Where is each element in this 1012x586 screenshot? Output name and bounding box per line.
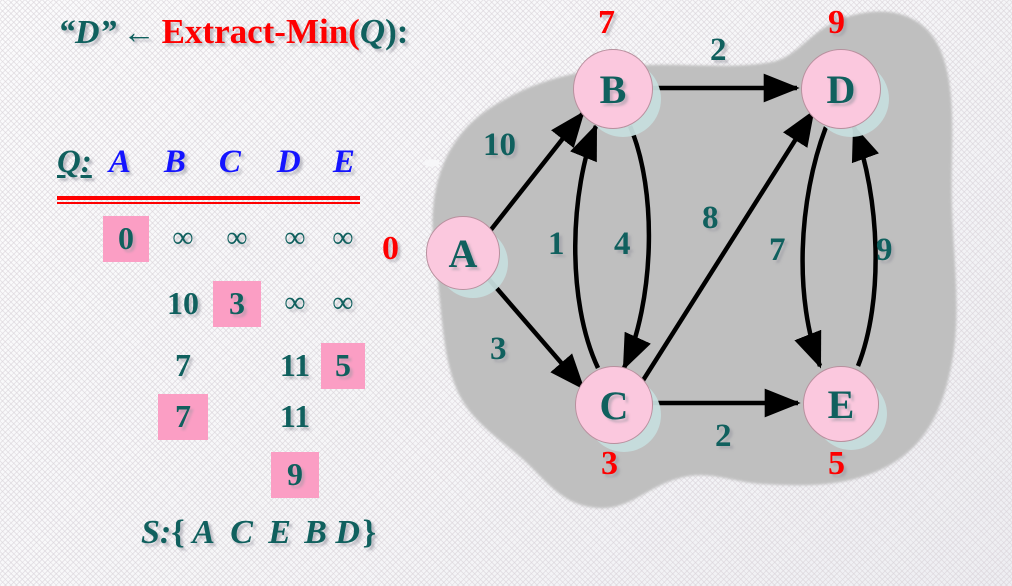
queue-symbol-label: Q <box>359 12 386 51</box>
operation-close-label: ): <box>385 12 409 51</box>
set-member-4: D <box>335 514 360 551</box>
edge-weight-b-c: 4 <box>614 226 631 262</box>
edge-weight-e-d: 9 <box>876 232 893 268</box>
set-member-1: C <box>230 514 253 551</box>
extracted-node-label: “D” <box>58 14 117 51</box>
distance-label-a: 0 <box>382 230 399 267</box>
edge-c-b <box>570 123 601 369</box>
queue-cell-r4-d: 9 <box>271 452 319 498</box>
rule-line-top <box>57 196 360 200</box>
set-close-brace: } <box>362 514 377 551</box>
queue-cell-r0-e: ∞ <box>332 221 354 254</box>
edge-d-e <box>794 126 829 369</box>
blob-notch <box>422 159 440 167</box>
edge-b-c <box>621 125 652 371</box>
rule-line-bottom <box>57 202 360 204</box>
queue-column-b: B <box>163 144 186 180</box>
edge-weight-a-b: 10 <box>483 127 516 163</box>
queue-cell-r1-e: ∞ <box>332 286 354 319</box>
graph-node-d[interactable]: D <box>801 49 881 129</box>
queue-cell-r1-d: ∞ <box>284 286 306 319</box>
queue-column-e: E <box>332 144 355 180</box>
edge-weight-c-d: 8 <box>702 200 719 236</box>
set-open-brace: { <box>171 514 185 551</box>
queue-cell-r0-b: ∞ <box>172 221 194 254</box>
set-member-0: A <box>192 514 215 551</box>
queue-table-body: 0 ∞ ∞ ∞ ∞ 10 3 ∞ ∞ 7 11 5 7 11 9 <box>0 0 400 498</box>
graph-node-label-d: D <box>826 66 856 112</box>
graph-node-label-a: A <box>448 230 478 276</box>
distance-label-c: 3 <box>601 445 618 482</box>
queue-cell-r1-b: 10 <box>167 285 199 321</box>
edge-a-c <box>485 275 585 391</box>
edge-weight-c-e: 2 <box>715 418 732 454</box>
queue-cell-r2-d: 11 <box>279 347 311 383</box>
edge-weight-b-d: 2 <box>710 32 727 68</box>
queue-cell-r3-d: 11 <box>279 398 311 434</box>
graph-node-label-c: C <box>599 382 629 428</box>
distance-label-e: 5 <box>828 445 845 482</box>
queue-cell-r2-e: 5 <box>321 343 365 389</box>
edge-weight-a-c: 3 <box>490 331 507 367</box>
distance-label-d: 9 <box>828 4 845 41</box>
queue-cell-r0-c: ∞ <box>226 221 248 254</box>
queue-cell-r1-c: 3 <box>213 281 261 327</box>
left-arrow-icon: ← <box>122 15 156 51</box>
edge-weight-d-e: 7 <box>769 232 786 268</box>
queue-cell-r3-b: 7 <box>158 394 208 440</box>
queue-column-c: C <box>218 144 241 180</box>
header-line: “D”←Extract-Min(Q): <box>58 14 408 50</box>
distance-label-b: 7 <box>598 4 615 41</box>
edge-weight-c-b: 1 <box>548 226 565 262</box>
graph-node-c[interactable]: C <box>575 366 653 444</box>
queue-label: Q: <box>57 144 92 180</box>
graph-node-label-b: B <box>599 66 627 112</box>
set-member-3: B <box>304 514 327 551</box>
queue-cell-r2-b: 7 <box>175 347 191 383</box>
queue-cell-r0-a: 0 <box>103 216 149 262</box>
graph-node-e[interactable]: E <box>803 366 879 442</box>
queue-column-a: A <box>108 144 131 180</box>
table-double-rule <box>57 196 360 206</box>
queue-cell-r0-d: ∞ <box>284 221 306 254</box>
queue-column-d: D <box>276 144 301 180</box>
extract-min-label: Extract-Min( <box>161 12 360 51</box>
set-member-2: E <box>268 514 291 551</box>
edge-c-d <box>640 109 815 384</box>
graph-node-a[interactable]: A <box>426 216 500 290</box>
graph-node-label-e: E <box>827 381 855 427</box>
edge-a-b <box>488 110 585 233</box>
edge-e-d <box>851 124 879 367</box>
graph-node-b[interactable]: B <box>573 49 653 129</box>
set-label: S: <box>141 514 172 551</box>
